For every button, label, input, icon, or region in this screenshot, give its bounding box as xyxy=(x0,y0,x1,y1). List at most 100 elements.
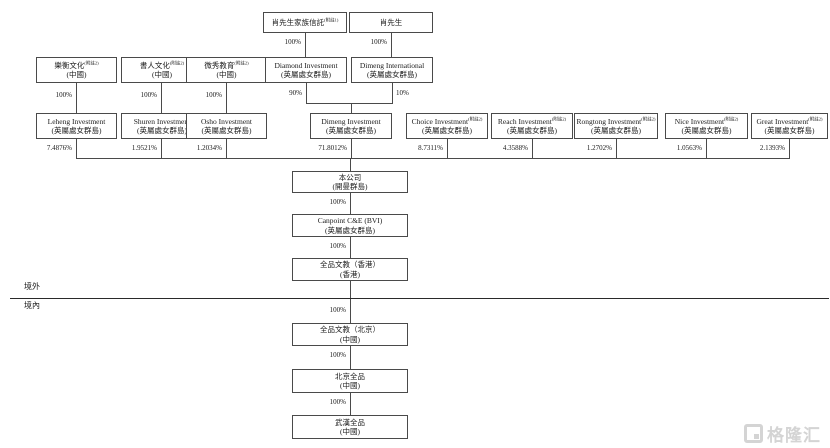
note-ref: (附註2) xyxy=(234,60,249,65)
connector-line xyxy=(350,346,351,369)
offshore-label: 境外 xyxy=(24,282,40,291)
gelonghui-logo: 格隆汇 xyxy=(744,421,821,446)
node-quanpin-hk: 全品文教（香港） (香港) xyxy=(292,258,408,281)
note-ref: (附註2) xyxy=(641,116,656,121)
node-jurisdiction: (英屬處女群島) xyxy=(201,126,252,135)
edge-label: 100% xyxy=(329,398,346,406)
node-jurisdiction: (中國) xyxy=(66,70,87,79)
node-label: Choice Investment xyxy=(411,116,469,126)
connector-line xyxy=(306,83,307,103)
node-family-trust: 肖先生家族信託(附註1) xyxy=(263,12,347,33)
connector-line xyxy=(351,103,352,113)
connector-line xyxy=(350,158,351,171)
node-jurisdiction: (香港) xyxy=(340,269,360,279)
ownership-pct: 8.7311% xyxy=(418,144,443,152)
node-label: Shuren Investment xyxy=(133,116,191,126)
connector-line xyxy=(76,158,790,159)
note-ref: (附註1) xyxy=(324,17,339,23)
edge-label: 100% xyxy=(329,198,346,206)
node-jurisdiction: (中國) xyxy=(340,334,360,344)
connector-line xyxy=(350,281,351,323)
node-quanpin-beijing: 全品文教（北京） (中國) xyxy=(292,323,408,346)
ownership-pct: 1.0563% xyxy=(676,144,702,152)
node-jurisdiction: (英屬處女群島) xyxy=(591,126,641,135)
connector-line xyxy=(447,139,448,158)
ownership-pct: 1.2034% xyxy=(196,144,222,152)
node-jurisdiction: (英屬處女群島) xyxy=(681,126,732,135)
node-jurisdiction: (開曼群島) xyxy=(332,182,368,191)
ownership-pct: 1.2702% xyxy=(586,144,612,152)
node-jurisdiction: (英屬處女群島) xyxy=(325,225,375,235)
edge-label: 100% xyxy=(329,306,346,314)
edge-label: 100% xyxy=(140,91,157,99)
connector-line xyxy=(76,83,77,113)
node-label: Dimeng International xyxy=(359,60,425,70)
node-label: 北京全品 xyxy=(335,371,365,381)
node-label: Nice Investment xyxy=(674,116,725,126)
node-jurisdiction: (英屬處女群島) xyxy=(507,126,557,135)
node-osho-investment: Osho Investment (英屬處女群島) xyxy=(186,113,267,139)
edge-label: 100% xyxy=(329,242,346,250)
node-label: 樂衡文化 xyxy=(54,60,85,70)
node-label: 肖先生 xyxy=(379,17,403,27)
ownership-pct: 71.8012% xyxy=(318,144,347,152)
node-jurisdiction: (英屬處女群島) xyxy=(281,70,331,79)
node-leheng-investment: Leheng Investment (英屬處女群島) xyxy=(36,113,117,139)
connector-line xyxy=(161,83,162,113)
connector-line xyxy=(392,83,393,103)
node-canpoint-bvi: Canpoint C&E (BVI) (英屬處女群島) xyxy=(292,214,408,237)
edge-label: 100% xyxy=(370,38,387,46)
note-ref: (附註2) xyxy=(468,116,483,121)
node-choice-investment: Choice Investment(附註2) (英屬處女群島) xyxy=(406,113,488,139)
node-great-investment: Great Investment(附註2) (英屬處女群島) xyxy=(751,113,828,139)
node-jurisdiction: (中國) xyxy=(152,70,172,79)
ownership-pct: 1.9521% xyxy=(131,144,157,152)
node-label: Reach Investment xyxy=(497,116,552,126)
note-ref: (附註2) xyxy=(551,116,567,121)
connector-line xyxy=(350,393,351,415)
node-jurisdiction: (英屬處女群島) xyxy=(326,126,376,135)
connector-line xyxy=(226,83,227,113)
node-weixiu-education: 微秀教育(附註2) (中國) xyxy=(186,57,267,83)
connector-line xyxy=(305,33,306,57)
node-label: 微秀教育 xyxy=(204,60,235,70)
note-ref: (附註2) xyxy=(808,116,823,121)
node-label: Canpoint C&E (BVI) xyxy=(317,216,383,225)
note-ref: (附註2) xyxy=(84,60,99,65)
edge-label: 10% xyxy=(396,89,409,97)
node-label: Osho Investment xyxy=(200,116,253,126)
node-rongtong-investment: Rongtong Investment(附註2) (英屬處女群島) xyxy=(574,113,658,139)
gelonghui-logo-text: 格隆汇 xyxy=(767,426,821,445)
node-label: 全品文教（北京） xyxy=(320,325,380,334)
node-dimeng-investment: Dimeng Investment (英屬處女群島) xyxy=(310,113,392,139)
node-jurisdiction: (英屬處女群島) xyxy=(137,126,187,135)
node-label: Leheng Investment xyxy=(47,116,106,126)
node-label: Rongtong Investment xyxy=(576,116,642,126)
connector-line xyxy=(789,139,790,158)
node-label: 書人文化 xyxy=(139,60,170,70)
node-jurisdiction: (中國) xyxy=(340,427,360,436)
connector-line xyxy=(350,237,351,258)
note-ref: (附註2) xyxy=(169,60,185,65)
node-mr-xiao: 肖先生 xyxy=(349,12,433,33)
connector-line xyxy=(306,103,393,104)
edge-label: 90% xyxy=(289,89,302,97)
connector-line xyxy=(391,33,392,57)
edge-label: 100% xyxy=(55,91,72,99)
note-ref: (附註2) xyxy=(724,116,739,121)
node-jurisdiction: (中國) xyxy=(340,381,360,390)
node-label: Dimeng Investment xyxy=(321,116,381,126)
node-jurisdiction: (英屬處女群島) xyxy=(51,126,102,135)
edge-label: 100% xyxy=(329,351,346,359)
node-reach-investment: Reach Investment(附註2) (英屬處女群島) xyxy=(491,113,573,139)
connector-line xyxy=(76,139,77,158)
node-label: 肖先生家族信託 xyxy=(271,17,325,27)
connector-line xyxy=(350,193,351,214)
node-jurisdiction: (英屬處女群島) xyxy=(764,126,815,135)
node-the-company: 本公司 (開曼群島) xyxy=(292,171,408,193)
connector-line xyxy=(532,139,533,158)
node-jurisdiction: (英屬處女群島) xyxy=(422,126,472,135)
node-nice-investment: Nice Investment(附註2) (英屬處女群島) xyxy=(665,113,748,139)
node-label: 全品文教（香港） xyxy=(320,260,380,269)
